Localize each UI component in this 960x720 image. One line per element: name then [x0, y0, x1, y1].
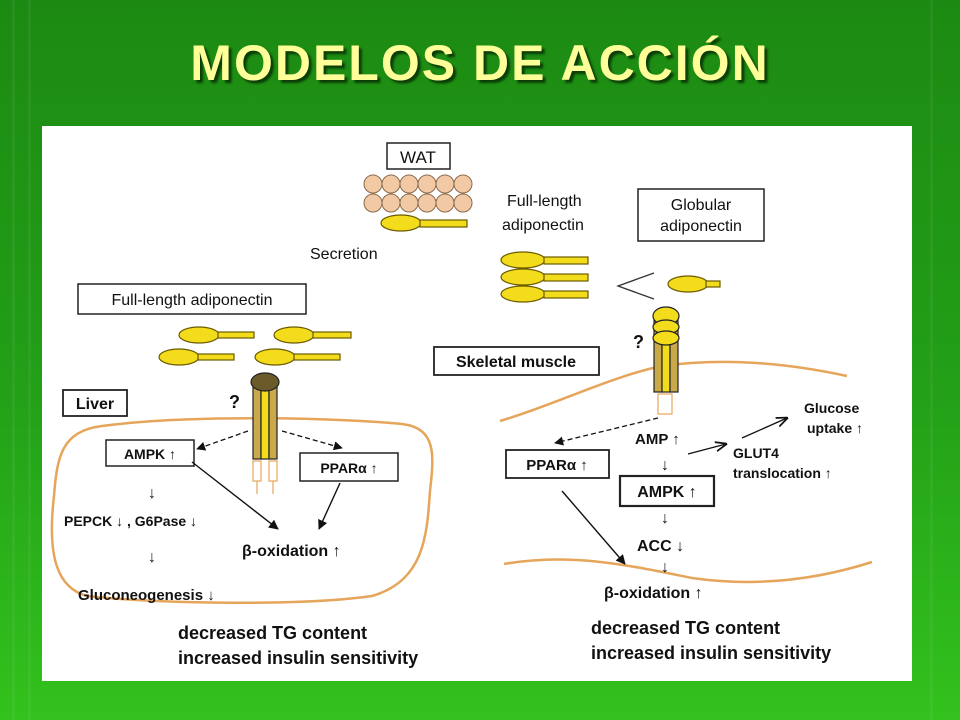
muscle-beta-oxidation-label: β-oxidation ↑: [604, 585, 703, 602]
skeletal-muscle-box: [433, 346, 600, 376]
secretion-label: Secretion: [310, 246, 378, 263]
liver-ppar-label: PPARα ↑: [320, 460, 377, 476]
pepck-label: PEPCK ↓ , G6Pase ↓: [64, 513, 197, 529]
full-length-label-line1: Full-length: [507, 193, 582, 210]
liver-label: Liver: [76, 396, 114, 413]
dashed-arrow-to-liver-ampk: [196, 430, 249, 451]
dashed-arrow-to-liver-ppar: [281, 430, 343, 451]
gluconeogenesis-label: Gluconeogenesis ↓: [78, 587, 215, 604]
liver-outcome-line2: increased insulin sensitivity: [178, 648, 418, 668]
glut4-label-line2: translocation ↑: [733, 465, 832, 481]
cleavage-arrow: [616, 272, 655, 300]
globular-adiponectin-icon: [667, 275, 721, 293]
background-stripe: [930, 0, 933, 720]
glut4-label-line1: GLUT4: [733, 445, 779, 461]
full-length-label-line2: adiponectin: [502, 217, 584, 234]
glucose-uptake-line2: uptake ↑: [807, 420, 863, 436]
liver-outcome-line1: decreased TG content: [178, 623, 367, 643]
muscle-outcome-line2: increased insulin sensitivity: [591, 643, 831, 663]
liver-receptor-icon: [250, 372, 280, 494]
liver-ampk-box: [105, 439, 195, 467]
slide-title: MODELOS DE ACCIÓN: [190, 35, 770, 91]
glucose-uptake-line1: Glucose: [804, 400, 859, 416]
muscle-ampk-box: [618, 474, 716, 508]
adiponectin-molecules-left: [158, 326, 352, 366]
adiponectin-action-diagram: WAT Secretion Full-length adiponectin Gl…: [50, 142, 873, 668]
background-stripe: [12, 0, 15, 720]
liver-question-mark: ?: [229, 392, 240, 412]
skeletal-muscle-label: Skeletal muscle: [456, 354, 576, 371]
globular-label-line2: adiponectin: [660, 218, 742, 235]
adiponectin-trimer-icon: [500, 251, 589, 303]
liver-ampk-label: AMPK ↑: [124, 446, 176, 462]
arrow-glyph: ↓: [148, 549, 156, 566]
liver-cell-outline: [50, 417, 434, 605]
liver-ppar-box: [299, 452, 399, 482]
muscle-membrane-bottom: [503, 558, 873, 584]
wat-label: WAT: [400, 148, 436, 167]
arrow-ppar-to-muscle-beta-oxidation: [561, 490, 626, 565]
arrow-amp-to-glut4: [687, 444, 726, 455]
wat-box: [386, 142, 451, 170]
full-length-adiponectin-label: Full-length adiponectin: [112, 292, 273, 309]
arrow-ppar-to-beta-oxidation: [318, 482, 341, 530]
muscle-question-mark: ?: [633, 332, 644, 352]
adipocyte-cluster: [363, 174, 473, 213]
secreted-adiponectin-icon: [380, 214, 468, 232]
arrow-ampk-to-beta-oxidation: [191, 461, 279, 530]
arrow-glyph: ↓: [661, 559, 669, 576]
globular-label-line1: Globular: [671, 197, 732, 214]
muscle-receptor-icon: [652, 306, 680, 415]
diagram-panel: WAT Secretion Full-length adiponectin Gl…: [42, 126, 912, 681]
muscle-ppar-box: [505, 449, 610, 479]
arrow-glyph: ↓: [661, 510, 669, 527]
background-stripe: [28, 0, 31, 720]
acc-label: ACC ↓: [637, 538, 684, 555]
arrow-glyph: ↓: [148, 485, 156, 502]
amp-label: AMP ↑: [635, 431, 680, 448]
liver-box: [62, 389, 128, 417]
globular-adiponectin-box: [637, 188, 765, 242]
dashed-arrow-to-muscle-ppar: [554, 417, 659, 446]
liver-beta-oxidation-label: β-oxidation ↑: [242, 543, 341, 560]
muscle-outcome-line1: decreased TG content: [591, 618, 780, 638]
arrow-glyph: ↓: [661, 457, 669, 474]
muscle-ampk-label: AMPK ↑: [637, 484, 697, 501]
full-length-adiponectin-box: [77, 283, 307, 315]
muscle-ppar-label: PPARα ↑: [526, 457, 587, 474]
arrow-glut4-to-glucose-uptake: [741, 418, 787, 439]
